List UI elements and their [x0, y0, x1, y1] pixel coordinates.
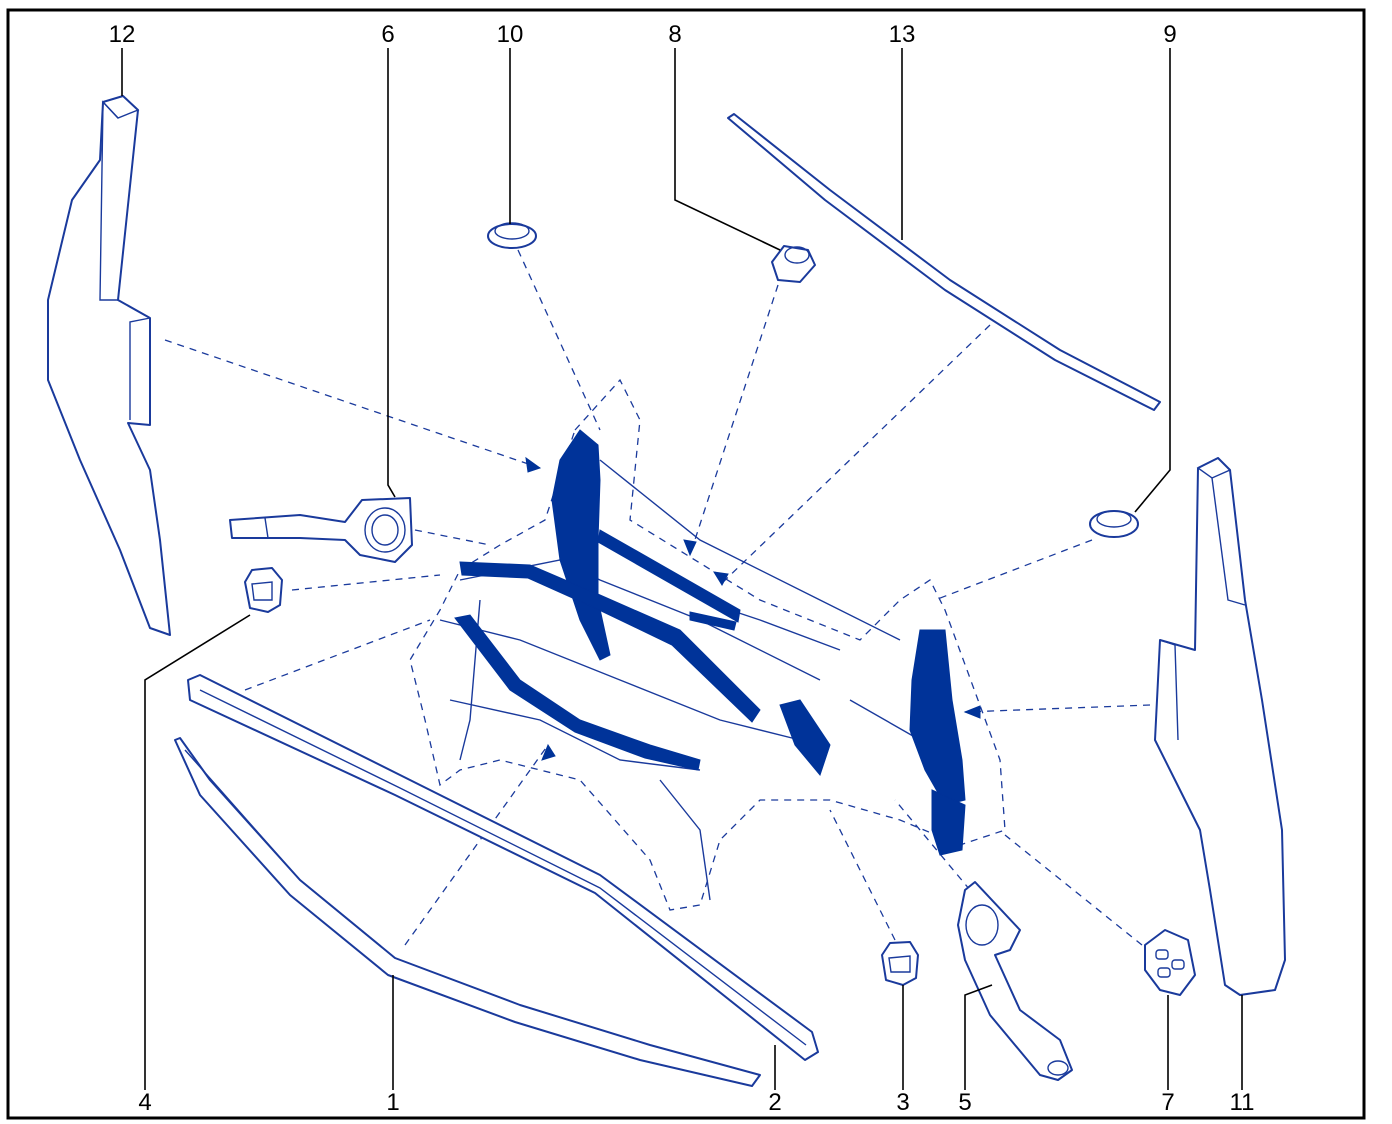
callout-4: 4	[138, 1089, 151, 1116]
callout-12: 12	[109, 21, 136, 48]
callout-labels: 12 6 10 8 13 9 4 1 2 3 5 7 11	[109, 21, 1255, 1116]
part-5-right-duct	[957, 881, 1073, 1081]
assembly-guide-lines	[164, 249, 1151, 946]
callout-11: 11	[1230, 1089, 1255, 1116]
part-1-lower-strip	[174, 737, 761, 1087]
part-7-grommet	[1144, 929, 1196, 996]
part-13-upper-seal-strip	[727, 113, 1161, 411]
callout-1: 1	[386, 1089, 399, 1116]
callout-2: 2	[768, 1089, 781, 1116]
part-10-plug	[487, 222, 537, 249]
callout-6: 6	[381, 21, 394, 48]
callout-5: 5	[958, 1089, 971, 1116]
front-end-frame-assembly	[409, 378, 1006, 911]
diagram-border	[6, 8, 1366, 1120]
part-9-plug	[1089, 510, 1139, 538]
part-3-clip	[881, 941, 919, 986]
part-12-left-insulator	[47, 95, 171, 636]
callout-leaders	[121, 48, 1243, 1090]
callout-10: 10	[497, 21, 524, 48]
callout-7: 7	[1161, 1089, 1174, 1116]
part-11-right-insulator	[1154, 457, 1286, 996]
part-2-lower-rail	[187, 674, 819, 1061]
part-4-clip	[244, 567, 283, 613]
part-8-plug	[771, 245, 816, 283]
part-6-left-duct	[229, 497, 413, 563]
callout-9: 9	[1163, 21, 1176, 48]
callout-13: 13	[889, 21, 916, 48]
callout-3: 3	[896, 1089, 909, 1116]
callout-8: 8	[668, 21, 681, 48]
